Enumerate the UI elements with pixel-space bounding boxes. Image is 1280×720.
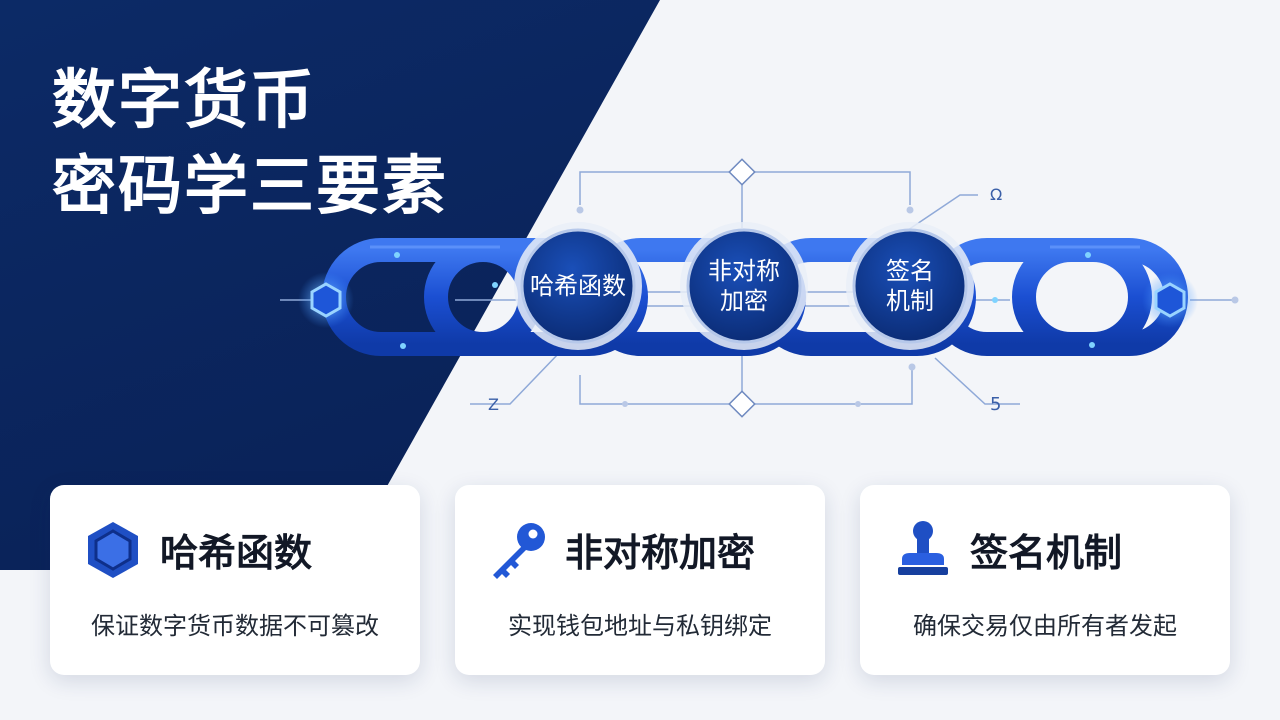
card-title: 哈希函数	[160, 531, 313, 575]
card-description: 保证数字货币数据不可篡改	[91, 612, 379, 640]
circuit-dot	[1231, 296, 1239, 304]
key-icon	[493, 523, 545, 579]
node-circles	[514, 222, 974, 350]
node-label-line: 签名	[886, 257, 934, 285]
circuit-line	[742, 370, 913, 405]
circuit-dot	[622, 401, 628, 407]
right-hexagon-node	[1142, 272, 1198, 328]
glow-dots	[394, 252, 1095, 349]
node-label-line: 非对称	[708, 257, 780, 285]
circuit-line	[934, 357, 1020, 405]
circuit-line	[742, 171, 911, 205]
node-label-line: 机制	[886, 287, 934, 315]
annotation-bottom-left: Z	[488, 395, 499, 414]
diamond-marker	[728, 390, 756, 418]
circuit-dot	[908, 363, 916, 371]
stamp-icon	[898, 521, 948, 575]
annotation-bottom-right: 5	[990, 394, 1001, 415]
card-hash-function: 哈希函数 保证数字货币数据不可篡改	[50, 485, 420, 675]
glow-dot	[992, 297, 998, 303]
node-label-asymmetric: 非对称 加密	[688, 230, 800, 342]
circuit-line	[579, 375, 742, 405]
card-title: 非对称加密	[565, 531, 756, 575]
circuit-dots	[576, 206, 1239, 407]
node-label-line: 哈希函数	[530, 272, 626, 300]
title-line-2: 密码学三要素	[52, 150, 448, 224]
circuit-dot	[576, 206, 584, 214]
node-circle-hash	[520, 228, 636, 344]
hexagon-icon	[310, 282, 342, 318]
card-description: 确保交易仅由所有者发起	[913, 612, 1177, 640]
title-line-1: 数字货币	[52, 64, 316, 138]
node-circle-signature	[852, 228, 968, 344]
card-title: 签名机制	[970, 531, 1123, 575]
card-asymmetric-encryption: 非对称加密 实现钱包地址与私钥绑定	[455, 485, 825, 675]
diamond-markers	[728, 158, 756, 418]
circuit-dot	[906, 206, 914, 214]
circuit-dot	[855, 401, 861, 407]
circuit-line	[470, 351, 561, 405]
card-description: 实现钱包地址与私钥绑定	[508, 612, 772, 640]
node-label-line: 加密	[720, 287, 768, 315]
glow-dot	[1089, 342, 1095, 348]
circuit-lines	[280, 171, 1235, 405]
annotation-top-right: Ω	[990, 185, 1002, 204]
node-label-signature: 签名 机制	[854, 230, 966, 342]
glow-dot	[492, 282, 498, 288]
page-title: 数字货币 密码学三要素	[52, 58, 448, 230]
glow-dot	[394, 252, 400, 258]
node-label-hash: 哈希函数	[522, 230, 634, 342]
circuit-line	[907, 194, 978, 231]
diamond-marker	[728, 158, 756, 186]
hexagon-icon	[88, 522, 138, 578]
circuit-line	[579, 171, 742, 205]
hexagon-icon	[1154, 282, 1186, 318]
left-hexagon-node	[298, 272, 354, 328]
glow-dot	[400, 343, 406, 349]
node-circle-asymmetric	[686, 228, 802, 344]
glow-dot	[1085, 252, 1091, 258]
card-signature-mechanism: 签名机制 确保交易仅由所有者发起	[860, 485, 1230, 675]
